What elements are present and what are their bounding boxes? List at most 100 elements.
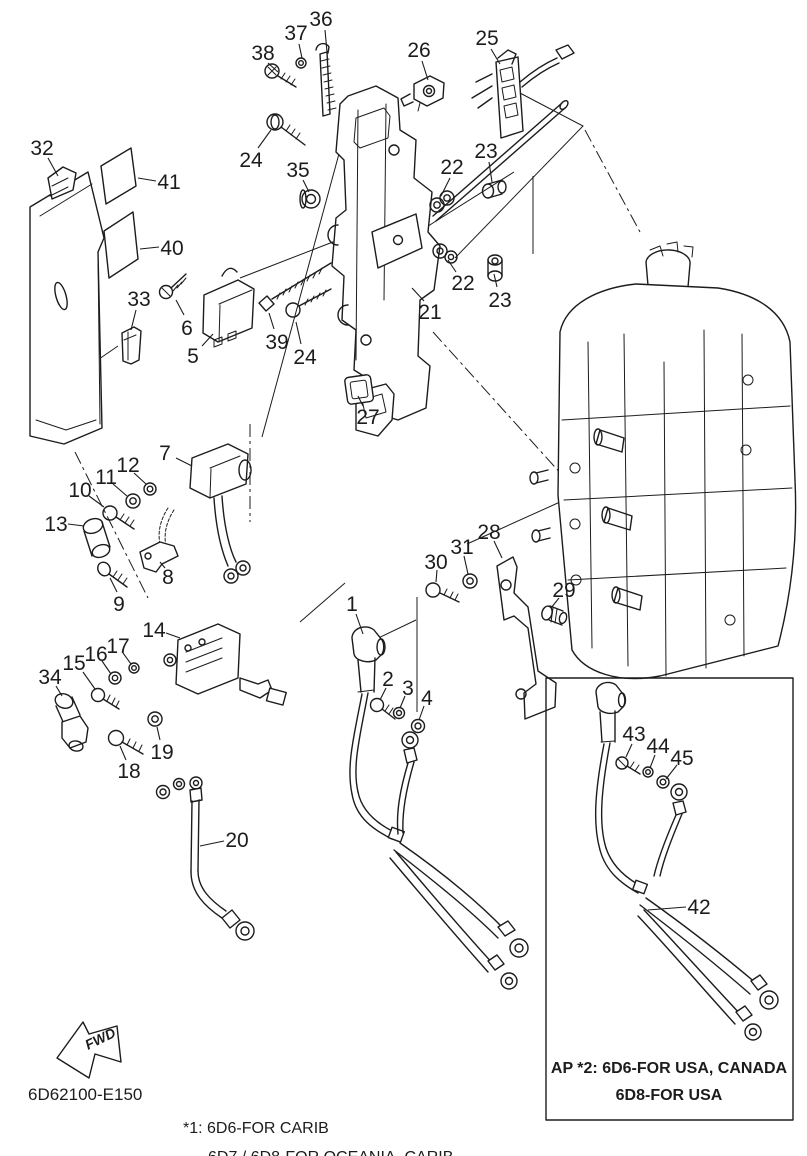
part-9-screw <box>97 561 128 588</box>
callout-3: 3 <box>402 677 414 700</box>
leader-line-20 <box>199 840 225 847</box>
callout-44: 44 <box>646 735 670 758</box>
part-36-stud <box>315 42 337 117</box>
leader-line-10 <box>88 495 105 508</box>
part-37-nut <box>295 57 307 69</box>
part-8-clamp <box>139 541 179 573</box>
leader-line-39 <box>268 312 275 330</box>
engine-block <box>529 241 797 680</box>
inset-caption-line-1: AP *2: 6D6-FOR USA, CANADA <box>551 1060 788 1077</box>
callout-14: 14 <box>142 619 166 642</box>
callout-6: 6 <box>181 317 193 340</box>
leader-line-41 <box>137 177 157 182</box>
inset-caption-line-2: 6D8-FOR USA <box>616 1087 723 1104</box>
callout-2: 2 <box>382 668 394 691</box>
leader-line-29 <box>550 597 560 609</box>
callout-19: 19 <box>150 741 173 764</box>
callout-38: 38 <box>251 42 274 65</box>
part-15-bolt <box>90 687 120 710</box>
part-2-screw <box>369 697 396 720</box>
leader-line-17 <box>122 652 132 665</box>
callout-32: 32 <box>30 137 53 160</box>
part-24-bolt-upper <box>266 113 306 146</box>
part-31-washer <box>462 573 478 589</box>
part-30-bolt <box>425 582 460 603</box>
leader-line-24 <box>295 321 302 345</box>
callout-24: 24 <box>239 149 263 172</box>
leader-line-27 <box>357 395 364 407</box>
callout-41: 41 <box>157 171 180 194</box>
callout-35: 35 <box>286 159 309 182</box>
leader-line-4 <box>418 705 425 721</box>
part-25-fuse-holder <box>432 44 575 222</box>
callout-23: 23 <box>488 289 511 312</box>
callout-22: 22 <box>451 272 474 295</box>
leader-line-43 <box>625 743 633 758</box>
callout-13: 13 <box>44 513 67 536</box>
part-13-cap <box>82 517 111 559</box>
callout-15: 15 <box>62 652 85 675</box>
leader-line-37 <box>298 43 303 59</box>
callout-1: 1 <box>346 593 358 616</box>
leader-line-35 <box>302 179 310 193</box>
small-nut-washer <box>155 777 186 800</box>
leader-line-23 <box>488 161 493 183</box>
leader-line-19 <box>156 726 161 741</box>
leader-line-14 <box>165 632 181 639</box>
leader-line-32 <box>47 157 59 177</box>
part-1-battery-cable <box>349 626 529 990</box>
leader-line-1 <box>355 613 364 635</box>
leader-line-38 <box>267 62 279 73</box>
callout-26: 26 <box>407 39 430 62</box>
leader-line-21 <box>411 287 425 302</box>
leader-line-22 <box>447 259 457 273</box>
part-24-bolt-lower <box>285 288 332 318</box>
callout-18: 18 <box>117 760 140 783</box>
part-34-cap <box>54 693 89 752</box>
part-23-bushing-lower <box>487 254 503 282</box>
part-22-collar-lower <box>432 243 458 264</box>
leader-line-36 <box>324 29 328 53</box>
callout-33: 33 <box>127 288 150 311</box>
leader-line-45 <box>665 764 678 780</box>
callout-8: 8 <box>162 566 174 589</box>
callout-5: 5 <box>187 345 199 368</box>
part-42-battery-cable <box>594 681 779 1041</box>
callout-9: 9 <box>113 593 125 616</box>
part-22-collar-upper <box>429 190 455 213</box>
part-40-label-sticker <box>103 211 139 279</box>
leader-line-7 <box>175 457 193 467</box>
callout-36: 36 <box>309 8 332 31</box>
callout-43: 43 <box>622 723 645 746</box>
part-29-plug <box>541 605 568 626</box>
part-18-bolt <box>107 729 144 755</box>
leader-line-44 <box>649 754 656 769</box>
leader-line-12 <box>133 472 147 485</box>
callout-42: 42 <box>687 896 710 919</box>
leader-line-24 <box>257 129 272 149</box>
part-39-bolt <box>258 262 332 312</box>
callout-17: 17 <box>106 635 129 658</box>
callout-20: 20 <box>225 829 248 852</box>
part-12-washer <box>143 482 157 496</box>
part-41-label-sticker <box>100 147 137 205</box>
callout-24: 24 <box>293 346 317 369</box>
callout-34: 34 <box>38 666 62 689</box>
callout-12: 12 <box>116 454 139 477</box>
leader-line-28 <box>493 540 503 559</box>
drawing-code: 6D62100-E150 <box>28 1085 142 1104</box>
callout-11: 11 <box>95 466 117 489</box>
part-5-relay <box>202 267 255 348</box>
part-4-washer <box>410 718 426 734</box>
callout-30: 30 <box>424 551 447 574</box>
leader-line-11 <box>112 483 128 497</box>
part-16-washer <box>108 671 122 685</box>
leader-line-31 <box>463 555 469 575</box>
callout-39: 39 <box>265 331 288 354</box>
leader-line-18 <box>119 745 127 761</box>
leader-line-13 <box>67 523 85 527</box>
part-43-screw <box>615 756 641 775</box>
part-45-washer <box>656 775 670 789</box>
